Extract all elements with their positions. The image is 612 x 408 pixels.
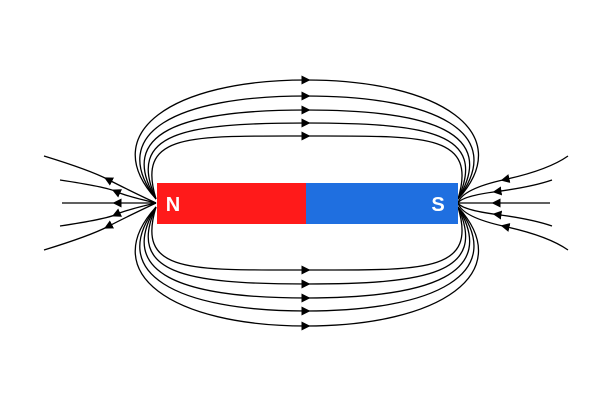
field-lines <box>43 75 569 331</box>
field-line-north-open <box>43 155 157 204</box>
field-line-bottom <box>139 206 475 316</box>
north-pole <box>157 183 306 224</box>
field-line-top <box>134 75 480 200</box>
field-line-north-open <box>59 179 157 204</box>
south-pole <box>306 183 458 224</box>
field-line-top <box>147 118 467 200</box>
bar-magnet: N S <box>157 183 458 224</box>
field-line-south-open <box>457 202 553 227</box>
field-line-north-open <box>43 202 157 251</box>
field-line-top <box>143 105 471 200</box>
field-line-bottom <box>143 206 471 303</box>
north-label: N <box>166 194 180 216</box>
field-line-north-open <box>59 202 157 227</box>
field-line-top <box>139 91 475 200</box>
field-line-south-open <box>457 179 553 204</box>
field-line-top <box>151 131 463 200</box>
field-line-bottom <box>151 206 463 275</box>
field-line-south-open <box>457 155 569 204</box>
field-line-bottom <box>147 206 467 289</box>
field-line-south-open <box>457 202 569 251</box>
south-label: S <box>431 194 444 216</box>
field-line-bottom <box>134 206 480 331</box>
